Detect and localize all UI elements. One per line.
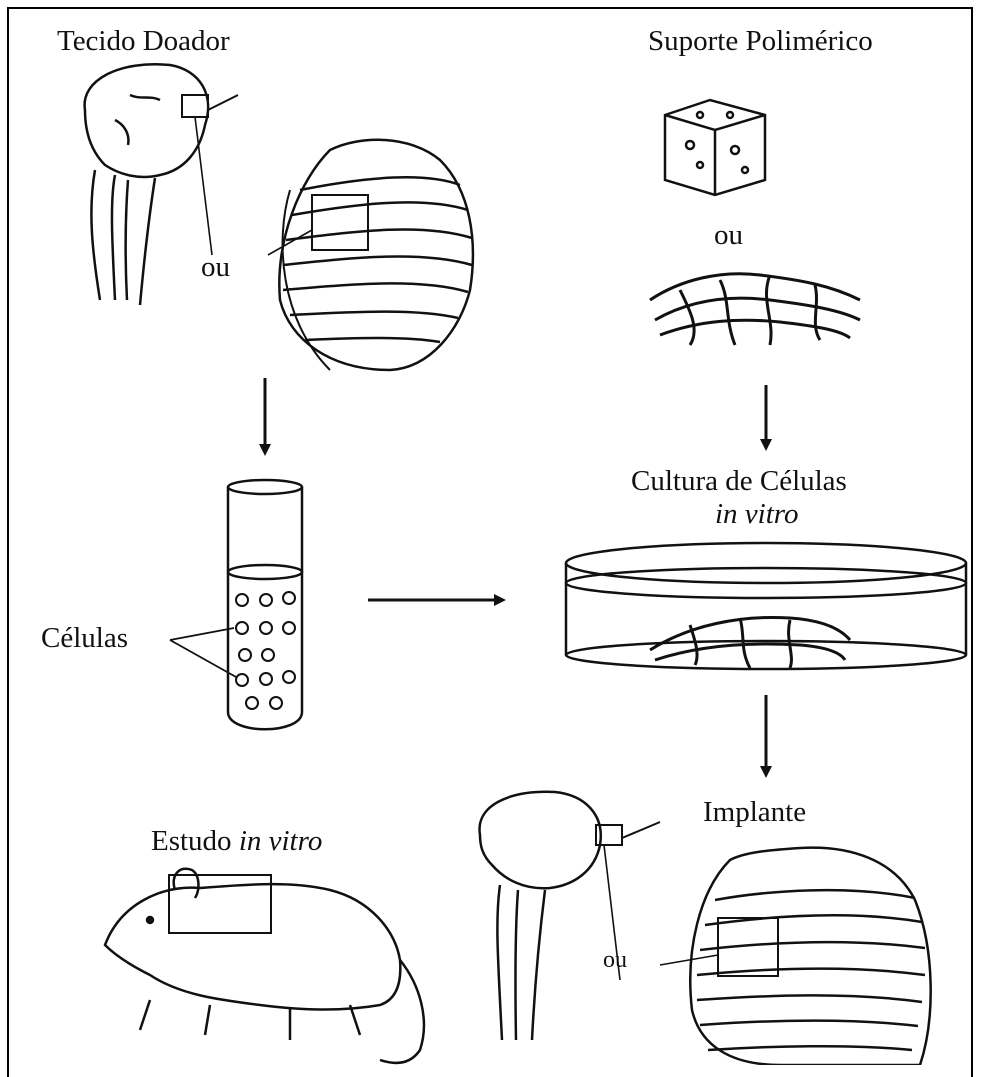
study-title: Estudo in vitro [151, 827, 322, 856]
fiber-scaffold-illustration [650, 274, 860, 345]
polymer-scaffold-label: Suporte Polimérico [648, 27, 873, 56]
petri-dish-illustration [566, 543, 966, 669]
implant-or-label: ou [603, 948, 627, 972]
implant-knee-illustration [480, 792, 660, 1040]
study-prefix: Estudo [151, 825, 232, 857]
rat-illustration [105, 869, 424, 1063]
cells-label: Células [41, 624, 128, 653]
cells-pointer-lines [170, 628, 236, 677]
study-italic: in vitro [239, 825, 323, 857]
donor-or-label: ou [201, 253, 230, 282]
cell-culture-title: Cultura de Células [631, 467, 847, 496]
implant-label: Implante [703, 798, 806, 827]
scaffold-or-label: ou [714, 221, 743, 250]
cell-culture-italic: in vitro [715, 498, 799, 530]
cell-culture-italic-line: in vitro [715, 500, 799, 529]
cell-dots [236, 592, 295, 709]
donor-ribcage-illustration [268, 140, 473, 370]
cell-culture-label: Cultura de Células [631, 465, 847, 497]
donor-tissue-label: Tecido Doador [57, 27, 230, 56]
implant-ribcage-illustration [660, 848, 931, 1065]
foam-scaffold-illustration [665, 100, 765, 195]
